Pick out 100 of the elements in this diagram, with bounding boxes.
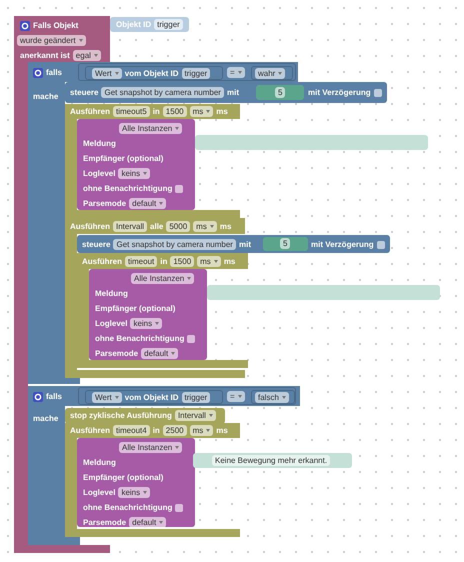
string-block [195, 135, 428, 150]
block-label: steuere [82, 239, 110, 250]
dropdown-field: Alle Instanzen [119, 442, 182, 453]
dropdown-field: keins [118, 487, 150, 498]
input-field: 2500 [162, 425, 187, 436]
block-label: Ausführen [70, 425, 110, 436]
dropdown-field: keins [118, 168, 150, 179]
block-label: ms [224, 256, 236, 267]
message-block [77, 438, 195, 527]
dropdown-field: ms [197, 256, 221, 267]
block-label: Loglevel [83, 487, 116, 498]
block-label: mit [226, 87, 239, 98]
block-label: ohne Benachrichtigung [83, 183, 172, 194]
block-label: mit [238, 239, 251, 250]
dropdown-field: default [129, 198, 166, 209]
compare-block [78, 387, 296, 405]
block-label: Ausführen [70, 106, 110, 117]
dropdown-field: egal [72, 50, 101, 61]
block-label: Meldung [83, 457, 116, 468]
dropdown-field: ms [193, 221, 217, 232]
timeout-block [65, 423, 240, 537]
block-label: in [160, 256, 168, 267]
block-label: vom Objekt ID [124, 392, 179, 403]
input-field: timeout5 [113, 106, 150, 117]
block-label: mit Verzögerung [308, 87, 371, 98]
command-block [65, 82, 387, 103]
block-label: ms [216, 106, 228, 117]
block-label: Empfänger (optional) [95, 303, 176, 314]
dropdown-field: ms [190, 106, 214, 117]
dropdown-field: falsch [255, 392, 289, 403]
input-field: Get snapshot by camera number [113, 239, 236, 250]
block-label: Meldung [83, 138, 116, 149]
block-label: Ausführen [70, 221, 110, 232]
message-block [77, 119, 195, 210]
boolean-block [251, 390, 295, 404]
string-block [207, 285, 440, 300]
input-field: Keine Bewegung mehr erkannt. [212, 455, 330, 466]
block-label: ms [216, 425, 228, 436]
block-label: Parsemode [83, 198, 126, 209]
dropdown-field: Alle Instanzen [131, 273, 194, 284]
block-label: ms [220, 221, 232, 232]
block-label: alle [150, 221, 164, 232]
block-label: Loglevel [95, 318, 128, 329]
timeout-block [77, 253, 248, 368]
block-label: Falls Objekt [33, 20, 78, 31]
input-field: 5 [275, 87, 286, 98]
dropdown-field: default [129, 517, 166, 528]
input-field: Intervall [113, 221, 148, 232]
block-label: anerkannt ist [20, 50, 70, 61]
dropdown-field: ms [190, 425, 214, 436]
block-label: in [152, 425, 160, 436]
dropdown-field: Wert [92, 392, 122, 403]
block-label: Parsemode [83, 517, 126, 528]
block-label: Empfänger (optional) [83, 472, 164, 483]
block-label: falls [46, 391, 62, 402]
block-label: stop zyklische Ausführung [70, 410, 172, 421]
text-block [256, 85, 304, 100]
input-field: trigger [182, 392, 210, 403]
dropdown-field: wahr [255, 68, 286, 79]
dropdown-field: Alle Instanzen [119, 123, 182, 134]
dropdown-field: wurde geändert [17, 35, 86, 46]
input-field: 5 [280, 238, 290, 249]
object-id-block [110, 17, 189, 32]
dropdown-field: Wert [92, 68, 122, 79]
block-label: mache [33, 413, 58, 424]
block-label: Parsemode [95, 348, 138, 359]
timeout-block [65, 104, 240, 218]
block-label: ohne Benachrichtigung [95, 333, 184, 344]
dropdown-field: default [141, 348, 178, 359]
dropdown-field: = [227, 391, 245, 402]
dropdown-field: Intervall [174, 410, 216, 421]
block-label: Objekt ID [116, 19, 152, 30]
command-block [77, 235, 390, 253]
message-block [89, 269, 207, 360]
dropdown-field: keins [130, 318, 162, 329]
string-block [193, 453, 352, 468]
boolean-block [251, 66, 293, 80]
block-label: Empfänger (optional) [83, 153, 164, 164]
value-block [85, 390, 223, 404]
input-field: timeout [125, 256, 158, 267]
input-field: timeout4 [113, 425, 150, 436]
block-label: ohne Benachrichtigung [83, 502, 172, 513]
block-label: falls [46, 67, 62, 78]
input-field: 5000 [166, 221, 190, 232]
input-field: trigger [154, 19, 183, 30]
block-label: steuere [70, 87, 98, 98]
stop-block [65, 408, 225, 424]
block-label: Meldung [95, 288, 128, 299]
block-label: vom Objekt ID [124, 68, 179, 79]
value-block [85, 66, 223, 80]
dropdown-field: = [227, 67, 245, 78]
if-block [28, 386, 300, 545]
block-label: in [152, 106, 160, 117]
block-label: mache [33, 91, 58, 102]
compare-block [78, 63, 296, 81]
block-label: Ausführen [82, 256, 122, 267]
block-label: mit Verzögerung [311, 239, 374, 250]
input-field: trigger [182, 68, 210, 79]
input-field: 1500 [162, 106, 187, 117]
input-field: 1500 [170, 256, 194, 267]
